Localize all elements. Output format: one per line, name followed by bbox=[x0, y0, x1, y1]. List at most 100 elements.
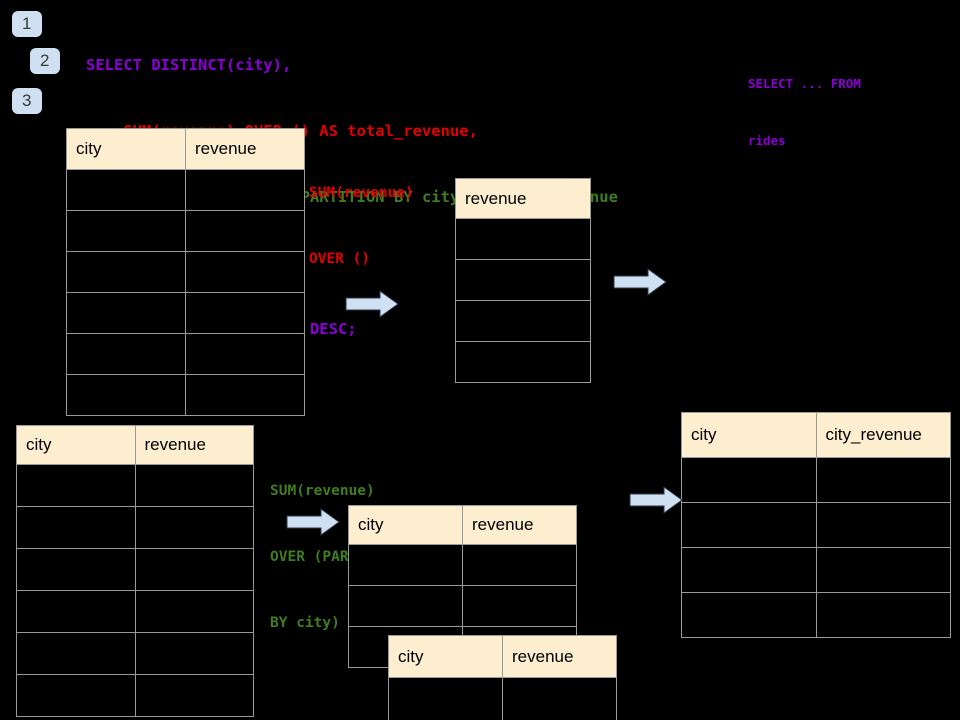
cell bbox=[134, 674, 254, 717]
step-badge-3: 3 bbox=[12, 88, 42, 114]
column-header-city: city bbox=[348, 505, 463, 545]
column-header-revenue: revenue bbox=[455, 178, 591, 219]
cell bbox=[185, 251, 305, 293]
table-row bbox=[681, 457, 951, 503]
partition-table-front: city revenue bbox=[388, 635, 617, 720]
cell bbox=[681, 592, 817, 638]
cell bbox=[16, 674, 136, 717]
table-row bbox=[388, 677, 617, 720]
annotation-over-empty-line-2: OVER () bbox=[309, 251, 371, 267]
table-row bbox=[66, 292, 305, 334]
table-row bbox=[348, 544, 577, 586]
column-header-city: city bbox=[681, 412, 817, 458]
column-header-revenue: revenue bbox=[502, 635, 617, 678]
table-row bbox=[66, 251, 305, 293]
cell bbox=[681, 502, 817, 548]
arrow-right-icon bbox=[613, 268, 667, 296]
cell bbox=[66, 210, 186, 252]
table-row bbox=[455, 341, 591, 383]
sql-line-select: SELECT DISTINCT(city), bbox=[86, 56, 292, 74]
cell bbox=[134, 632, 254, 675]
cell bbox=[16, 548, 136, 591]
table-row bbox=[66, 210, 305, 252]
table-header-row: revenue bbox=[455, 178, 591, 219]
cell bbox=[134, 464, 254, 507]
cell bbox=[134, 548, 254, 591]
table-header-row: city revenue bbox=[388, 635, 617, 678]
result-table: city city_revenue bbox=[681, 412, 951, 638]
cell bbox=[16, 506, 136, 549]
cell bbox=[185, 169, 305, 211]
table-header-row: city city_revenue bbox=[681, 412, 951, 458]
table-row bbox=[16, 464, 254, 507]
cell bbox=[502, 677, 617, 720]
column-header-city: city bbox=[16, 425, 136, 465]
table-row bbox=[66, 333, 305, 375]
table-row bbox=[16, 632, 254, 675]
cell bbox=[388, 677, 503, 720]
step-badge-1: 1 bbox=[12, 11, 42, 37]
cell bbox=[815, 547, 951, 593]
cell bbox=[185, 292, 305, 334]
table-row bbox=[348, 585, 577, 627]
column-header-city: city bbox=[388, 635, 503, 678]
table-row bbox=[16, 590, 254, 633]
cell bbox=[185, 374, 305, 416]
cell bbox=[348, 544, 463, 586]
cell bbox=[815, 592, 951, 638]
table-row bbox=[681, 502, 951, 548]
step-badge-2: 2 bbox=[30, 48, 60, 74]
column-header-city-revenue: city_revenue bbox=[815, 412, 951, 458]
cell bbox=[66, 333, 186, 375]
sql-aside-line-2: rides bbox=[748, 133, 786, 148]
arrow-right-icon bbox=[629, 486, 683, 514]
table-row bbox=[681, 547, 951, 593]
arrow-right-icon bbox=[286, 508, 340, 536]
cell bbox=[16, 464, 136, 507]
sql-aside-line-1: SELECT ... FROM bbox=[748, 76, 861, 91]
column-header-revenue: revenue bbox=[185, 128, 305, 170]
cell bbox=[348, 585, 463, 627]
column-header-revenue: revenue bbox=[462, 505, 577, 545]
column-header-city: city bbox=[66, 128, 186, 170]
cell bbox=[681, 547, 817, 593]
table-row bbox=[16, 548, 254, 591]
table-row bbox=[681, 592, 951, 638]
cell bbox=[462, 544, 577, 586]
cell bbox=[455, 218, 591, 260]
cell bbox=[134, 590, 254, 633]
cell bbox=[815, 502, 951, 548]
annotation-partition-line-3: BY city) bbox=[270, 615, 340, 631]
annotation-over-empty-line-1: SUM(revenue) bbox=[309, 185, 414, 201]
rides-source-table-top: city revenue bbox=[66, 128, 305, 416]
table-header-row: city revenue bbox=[16, 425, 254, 465]
cell bbox=[66, 169, 186, 211]
rides-source-table-bottom: city revenue bbox=[16, 425, 254, 717]
sql-aside-block: SELECT ... FROM rides bbox=[748, 36, 861, 188]
cell bbox=[455, 259, 591, 301]
cell bbox=[455, 341, 591, 383]
total-revenue-table: revenue bbox=[455, 178, 591, 383]
cell bbox=[16, 632, 136, 675]
annotation-partition-by-city: SUM(revenue) OVER (PARTITION BY city) bbox=[270, 436, 401, 678]
column-header-revenue: revenue bbox=[134, 425, 254, 465]
table-row bbox=[455, 300, 591, 342]
cell bbox=[462, 585, 577, 627]
table-row bbox=[66, 169, 305, 211]
annotation-partition-line-1: SUM(revenue) bbox=[270, 483, 375, 499]
cell bbox=[66, 374, 186, 416]
table-row bbox=[455, 218, 591, 260]
table-row bbox=[66, 374, 305, 416]
cell bbox=[455, 300, 591, 342]
cell bbox=[66, 292, 186, 334]
cell bbox=[66, 251, 186, 293]
cell bbox=[681, 457, 817, 503]
cell bbox=[134, 506, 254, 549]
cell bbox=[815, 457, 951, 503]
table-row bbox=[455, 259, 591, 301]
table-header-row: city revenue bbox=[348, 505, 577, 545]
table-row bbox=[16, 506, 254, 549]
arrow-right-icon bbox=[345, 290, 399, 318]
annotation-over-empty: SUM(revenue) OVER () bbox=[309, 138, 414, 314]
